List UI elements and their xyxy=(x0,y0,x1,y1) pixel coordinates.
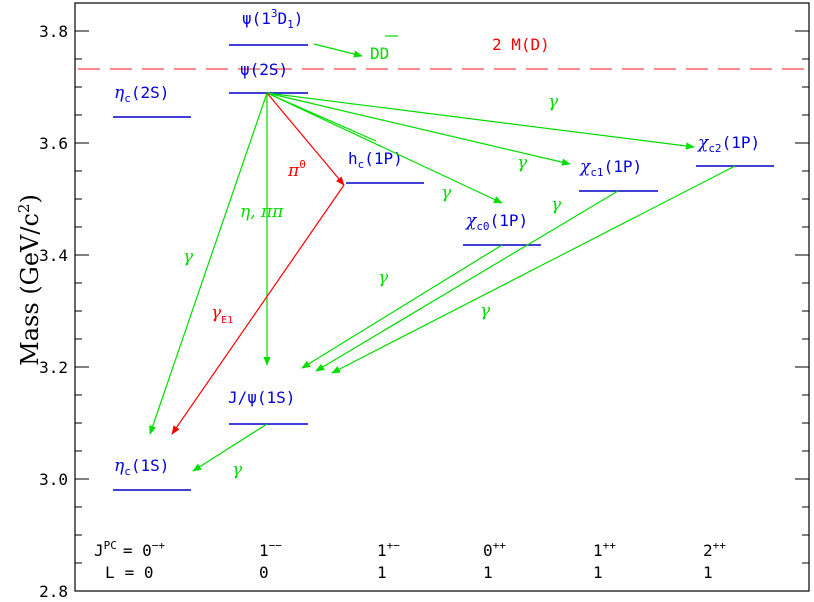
label-gamma-chic1-jpsi: γ xyxy=(378,268,389,288)
l-value: 1 xyxy=(703,563,713,582)
y-tick-label: 3.4 xyxy=(39,246,68,265)
arrow-hc-to-etac1s-e1 xyxy=(171,184,345,435)
arrow-chic0-to-jpsi xyxy=(301,244,503,369)
arrow-psi3770-to-dd xyxy=(313,43,363,58)
jpc-value: 2++ xyxy=(703,539,726,560)
state-label-jpsi: J/ψ(1S) xyxy=(228,388,295,407)
label-gamma-chic1: γ xyxy=(517,153,528,173)
state-label-hc: hc(1P) xyxy=(348,149,403,171)
state-label-chic0: χc0(1P) xyxy=(465,211,528,233)
label-gamma-jpsi-etac1s: γ xyxy=(232,460,243,480)
state-label-chic2: χc2(1P) xyxy=(697,133,760,155)
label-gamma-chic2: γ xyxy=(548,92,559,112)
jpc-value: 0++ xyxy=(483,539,506,560)
y-tick-label: 3.0 xyxy=(39,470,68,489)
jpc-value: 1+− xyxy=(377,539,400,560)
state-label-etac2s: ηc(2S) xyxy=(114,83,169,105)
energy-levels xyxy=(113,44,774,491)
l-label: L= 0 xyxy=(105,563,154,582)
quantum-number-columns: 1−− 0 1+− 1 0++ 1 1++ 1 2++ 1 xyxy=(259,539,726,582)
state-label-chic1: χc1(1P) xyxy=(579,157,642,179)
label-eta-pipi: η, ππ xyxy=(240,202,284,222)
label-gamma-chic0: γ xyxy=(551,195,562,215)
l-value: 0 xyxy=(259,563,269,582)
l-value: 1 xyxy=(377,563,387,582)
arrow-psi2s-to-hc-pi0 xyxy=(266,92,345,186)
y-axis-label-close: ) xyxy=(16,194,44,203)
label-dd: DD xyxy=(370,44,389,63)
jpc-label: JPC= 0−+ xyxy=(94,539,165,560)
state-label-psi2s: ψ(2S) xyxy=(240,60,288,79)
plot-frame xyxy=(74,2,810,592)
arrow-chic2-to-jpsi xyxy=(331,165,736,374)
jpc-value: 1++ xyxy=(593,539,616,560)
state-label-etac1s: ηc(1S) xyxy=(114,456,169,478)
y-axis-ticks: 2.8 3.0 3.2 3.4 3.6 3.8 xyxy=(39,2,809,601)
gamma-transitions xyxy=(149,43,736,472)
y-axis-label-main: Mass (GeV/c xyxy=(16,213,44,366)
label-gamma-psi2s-etac1s: γ xyxy=(183,247,194,267)
y-tick-label: 3.6 xyxy=(39,134,68,153)
label-gamma-chic2-jpsi: γ xyxy=(480,301,491,321)
dd-threshold-label: 2 M(D) xyxy=(492,35,550,54)
l-value: 1 xyxy=(593,563,603,582)
arrow-psi2s-to-chic1 xyxy=(266,92,571,166)
y-tick-label: 3.2 xyxy=(39,358,68,377)
label-gamma-hc: γ xyxy=(441,183,452,203)
y-tick-label: 3.8 xyxy=(39,22,68,41)
label-pi0: π0 xyxy=(287,158,306,181)
y-axis-label: Mass (GeV/c2) xyxy=(15,194,44,366)
arrow-psi2s-to-etac1s xyxy=(149,92,268,435)
state-label-psi3770: ψ(13D1) xyxy=(242,7,303,31)
red-transitions xyxy=(171,92,345,435)
y-tick-label: 2.8 xyxy=(39,582,68,601)
label-gamma-e1: γE1 xyxy=(211,303,233,326)
y-axis-label-sup: 2 xyxy=(15,204,33,214)
arrow-psi2s-to-chic2 xyxy=(266,92,695,150)
l-value: 1 xyxy=(483,563,493,582)
jpc-value: 1−− xyxy=(259,539,282,560)
arrow-psi2s-to-chic0 xyxy=(266,92,503,204)
arrow-chic1-to-jpsi xyxy=(315,190,619,372)
arrow-jpsi-to-etac1s xyxy=(192,423,268,472)
